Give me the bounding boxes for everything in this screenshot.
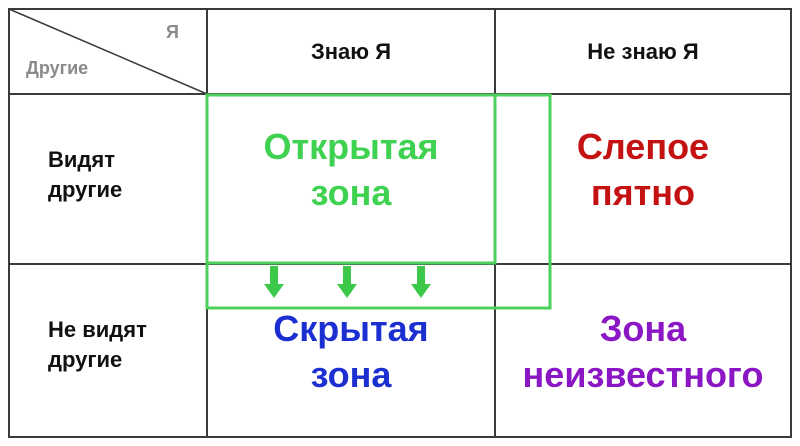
column-header-known-to-self: Знаю Я <box>310 38 392 64</box>
column-header-unknown-to-self: Не знаю Я <box>587 38 699 64</box>
row-header-not-seen-by-others: Не видят другие <box>48 317 147 372</box>
open-zone-label: Открытая зона <box>263 126 439 213</box>
grid-line-bottom <box>8 436 792 438</box>
grid-line-right <box>790 8 792 438</box>
expanded-zone-outline <box>205 93 552 310</box>
hidden-zone-label: Скрытая зона <box>273 308 429 395</box>
blind-spot-label: Слепое пятно <box>576 126 710 213</box>
arrow-down-icon <box>337 266 357 298</box>
corner-diagonal <box>8 8 208 95</box>
unknown-zone-label: Зона неизвестного <box>522 308 764 395</box>
corner-label-others: Другие <box>26 58 89 78</box>
row-header-seen-by-others: Видят другие <box>48 147 123 202</box>
grid-line-top <box>8 8 792 10</box>
arrow-down-icon <box>411 266 431 298</box>
grid-line-left <box>8 8 10 438</box>
arrow-down-icon <box>264 266 284 298</box>
corner-label-self: Я <box>166 22 179 42</box>
